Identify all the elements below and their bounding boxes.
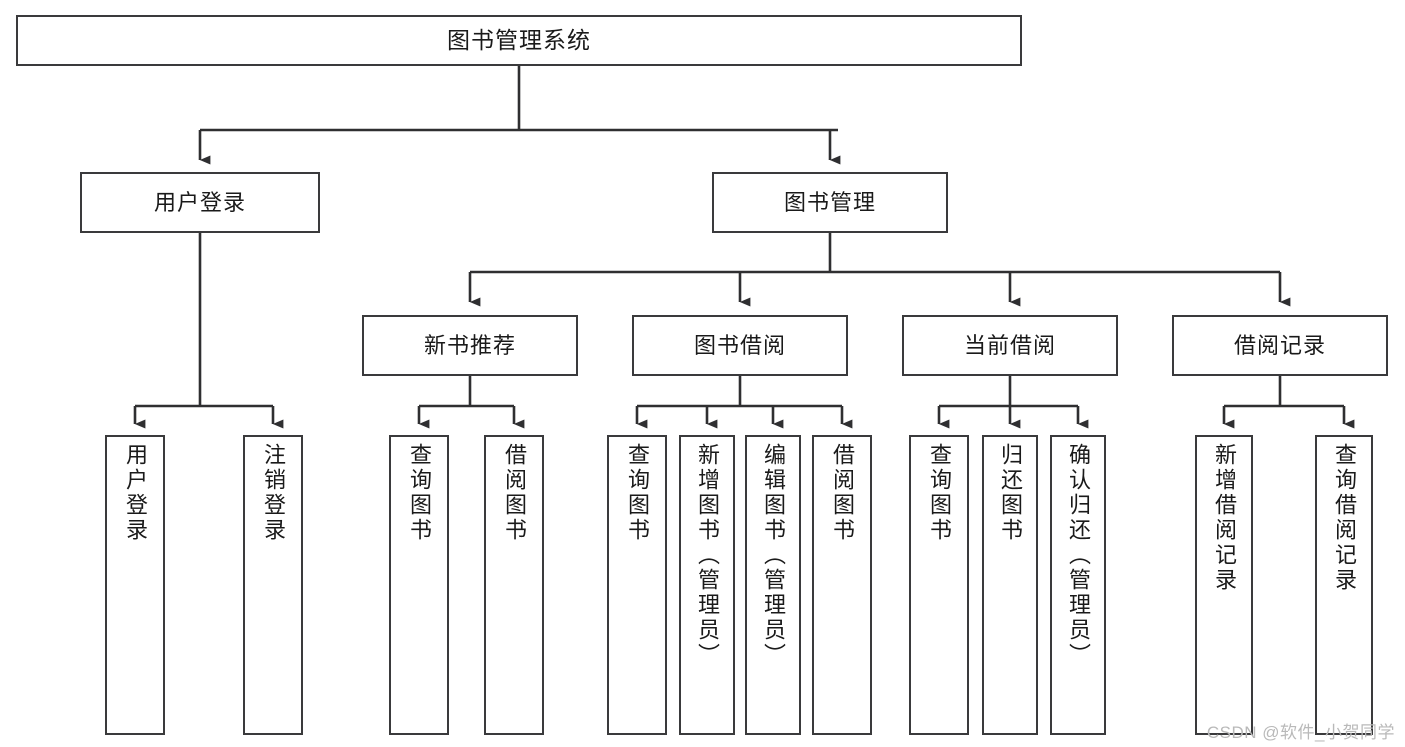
leaf-return-book-label: 归还图书 bbox=[998, 443, 1023, 543]
node-current-borrow[interactable]: 当前借阅 bbox=[902, 315, 1118, 376]
leaf-query-book-3[interactable]: 查询图书 bbox=[909, 435, 969, 735]
leaf-query-book-1-label: 查询图书 bbox=[407, 443, 432, 543]
leaf-query-record-label: 查询借阅记录 bbox=[1332, 443, 1357, 593]
leaf-add-book[interactable]: 新增图书（管理员） bbox=[679, 435, 735, 735]
node-root-system[interactable]: 图书管理系统 bbox=[16, 15, 1022, 66]
leaf-query-record[interactable]: 查询借阅记录 bbox=[1315, 435, 1373, 735]
leaf-borrow-book-1-label: 借阅图书 bbox=[502, 443, 527, 543]
leaf-edit-book-label: 编辑图书（管理员） bbox=[761, 443, 786, 668]
leaf-add-record[interactable]: 新增借阅记录 bbox=[1195, 435, 1253, 735]
leaf-add-record-label: 新增借阅记录 bbox=[1212, 443, 1237, 593]
leaf-logout-label: 注销登录 bbox=[261, 443, 286, 543]
leaf-borrow-book-1[interactable]: 借阅图书 bbox=[484, 435, 544, 735]
node-borrow-record[interactable]: 借阅记录 bbox=[1172, 315, 1388, 376]
leaf-return-book[interactable]: 归还图书 bbox=[982, 435, 1038, 735]
leaf-query-book-1[interactable]: 查询图书 bbox=[389, 435, 449, 735]
csdn-watermark: CSDN @软件_小贺同学 bbox=[1206, 723, 1395, 742]
leaf-add-book-label: 新增图书（管理员） bbox=[695, 443, 720, 668]
leaf-user-login[interactable]: 用户登录 bbox=[105, 435, 165, 735]
leaf-borrow-book-2-label: 借阅图书 bbox=[830, 443, 855, 543]
leaf-query-book-2[interactable]: 查询图书 bbox=[607, 435, 667, 735]
node-new-book-rec[interactable]: 新书推荐 bbox=[362, 315, 578, 376]
node-user-login-label: 用户登录 bbox=[153, 189, 246, 215]
leaf-logout[interactable]: 注销登录 bbox=[243, 435, 303, 735]
node-book-borrow-label: 图书借阅 bbox=[693, 332, 786, 358]
node-new-book-rec-label: 新书推荐 bbox=[423, 332, 516, 358]
leaf-edit-book[interactable]: 编辑图书（管理员） bbox=[745, 435, 801, 735]
node-book-manage-label: 图书管理 bbox=[783, 189, 876, 215]
node-current-borrow-label: 当前借阅 bbox=[963, 332, 1056, 358]
leaf-borrow-book-2[interactable]: 借阅图书 bbox=[812, 435, 872, 735]
node-user-login[interactable]: 用户登录 bbox=[80, 172, 320, 233]
node-borrow-record-label: 借阅记录 bbox=[1233, 332, 1326, 358]
node-book-borrow[interactable]: 图书借阅 bbox=[632, 315, 848, 376]
leaf-confirm-return[interactable]: 确认归还（管理员） bbox=[1050, 435, 1106, 735]
leaf-query-book-2-label: 查询图书 bbox=[625, 443, 650, 543]
leaf-confirm-return-label: 确认归还（管理员） bbox=[1066, 443, 1091, 668]
node-root-system-label: 图书管理系统 bbox=[447, 27, 591, 54]
leaf-user-login-label: 用户登录 bbox=[123, 443, 148, 543]
node-book-manage[interactable]: 图书管理 bbox=[712, 172, 948, 233]
leaf-query-book-3-label: 查询图书 bbox=[927, 443, 952, 543]
